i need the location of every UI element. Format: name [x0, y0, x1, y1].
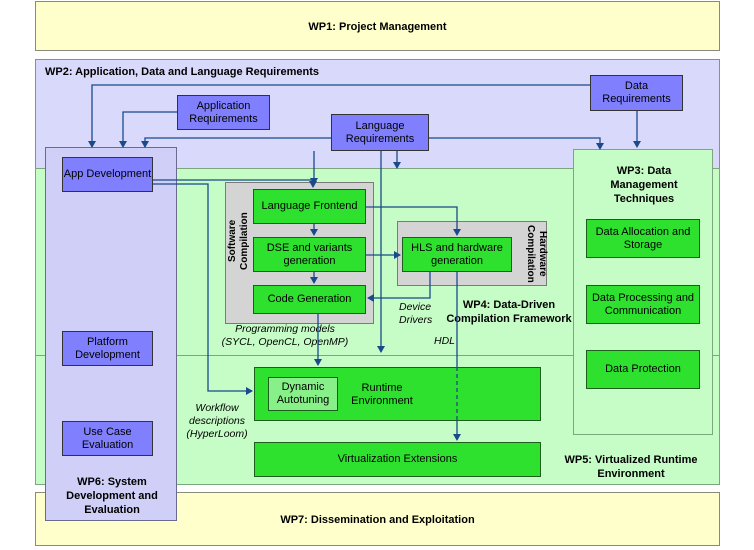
use-case-evaluation-label: Use Case Evaluation: [81, 425, 134, 451]
virtualization-extensions-box: Virtualization Extensions: [254, 442, 541, 477]
data-requirements-label: Data Requirements: [602, 80, 671, 105]
data-protection-label: Data Protection: [605, 363, 681, 375]
data-allocation-label: Data Allocation and Storage: [595, 225, 691, 251]
language-requirements-label: Language Requirements: [345, 119, 415, 145]
dynamic-autotuning-box: Dynamic Autotuning: [268, 377, 338, 411]
wp3-title: WP3: Data Management Techniques: [610, 165, 678, 205]
dse-variants-label: DSE and variants generation: [266, 241, 353, 267]
hls-hardware-box: HLS and hardware generation: [402, 237, 512, 272]
programming-models-list: (SYCL, OpenCL, OpenMP): [221, 336, 349, 348]
virtualization-extensions-label: Virtualization Extensions: [337, 453, 458, 465]
wp1-title: WP1: Project Management: [308, 21, 447, 33]
dynamic-autotuning-label: Dynamic Autotuning: [276, 381, 330, 406]
app-development-box: App Development: [62, 157, 153, 192]
dse-variants-box: DSE and variants generation: [253, 237, 366, 272]
code-generation-box: Code Generation: [253, 285, 366, 314]
application-requirements-label: Application Requirements: [189, 99, 258, 125]
hyperloom-label: (HyperLoom): [186, 428, 248, 440]
device-drivers-annotation: Device Drivers: [399, 301, 443, 327]
device-drivers-label: Device Drivers: [399, 301, 433, 326]
workflow-descriptions-label: Workflow descriptions: [188, 402, 246, 427]
data-allocation-box: Data Allocation and Storage: [586, 219, 700, 258]
wp7-title: WP7: Dissemination and Exploitation: [280, 514, 475, 526]
use-case-evaluation-box: Use Case Evaluation: [62, 421, 153, 456]
runtime-environment-box: Dynamic Autotuning Runtime Environment: [254, 367, 541, 421]
data-requirements-box: Data Requirements: [590, 75, 683, 111]
language-requirements-box: Language Requirements: [331, 114, 429, 151]
application-requirements-box: Application Requirements: [177, 95, 270, 130]
platform-development-box: Platform Development: [62, 331, 153, 366]
wp4-title: WP4: Data-Driven Compilation Framework: [446, 299, 572, 325]
wp6-title: WP6: System Development and Evaluation: [66, 476, 158, 516]
wp2-title: WP2: Application, Data and Language Requ…: [45, 66, 320, 78]
runtime-environment-label: Runtime Environment: [351, 382, 413, 407]
hardware-compilation-label: Hardware Compilation: [525, 225, 548, 283]
data-processing-label: Data Processing and Communication: [591, 291, 695, 317]
language-frontend-label: Language Frontend: [261, 200, 358, 212]
wp1-band: WP1: Project Management: [35, 1, 720, 51]
data-processing-box: Data Processing and Communication: [586, 285, 700, 324]
workflow-annotation: Workflow descriptions (HyperLoom): [180, 402, 254, 441]
code-generation-label: Code Generation: [267, 293, 352, 305]
language-frontend-box: Language Frontend: [253, 189, 366, 224]
app-development-label: App Development: [63, 168, 152, 180]
hls-hardware-label: HLS and hardware generation: [411, 241, 503, 267]
platform-development-label: Platform Development: [75, 335, 140, 361]
programming-models-annotation: Programming models (SYCL, OpenCL, OpenMP…: [212, 323, 358, 349]
hdl-label: HDL: [434, 335, 456, 347]
wp5-title: WP5: Virtualized Runtime Environment: [564, 454, 698, 480]
data-protection-box: Data Protection: [586, 350, 700, 389]
programming-models-label: Programming models: [235, 323, 335, 335]
